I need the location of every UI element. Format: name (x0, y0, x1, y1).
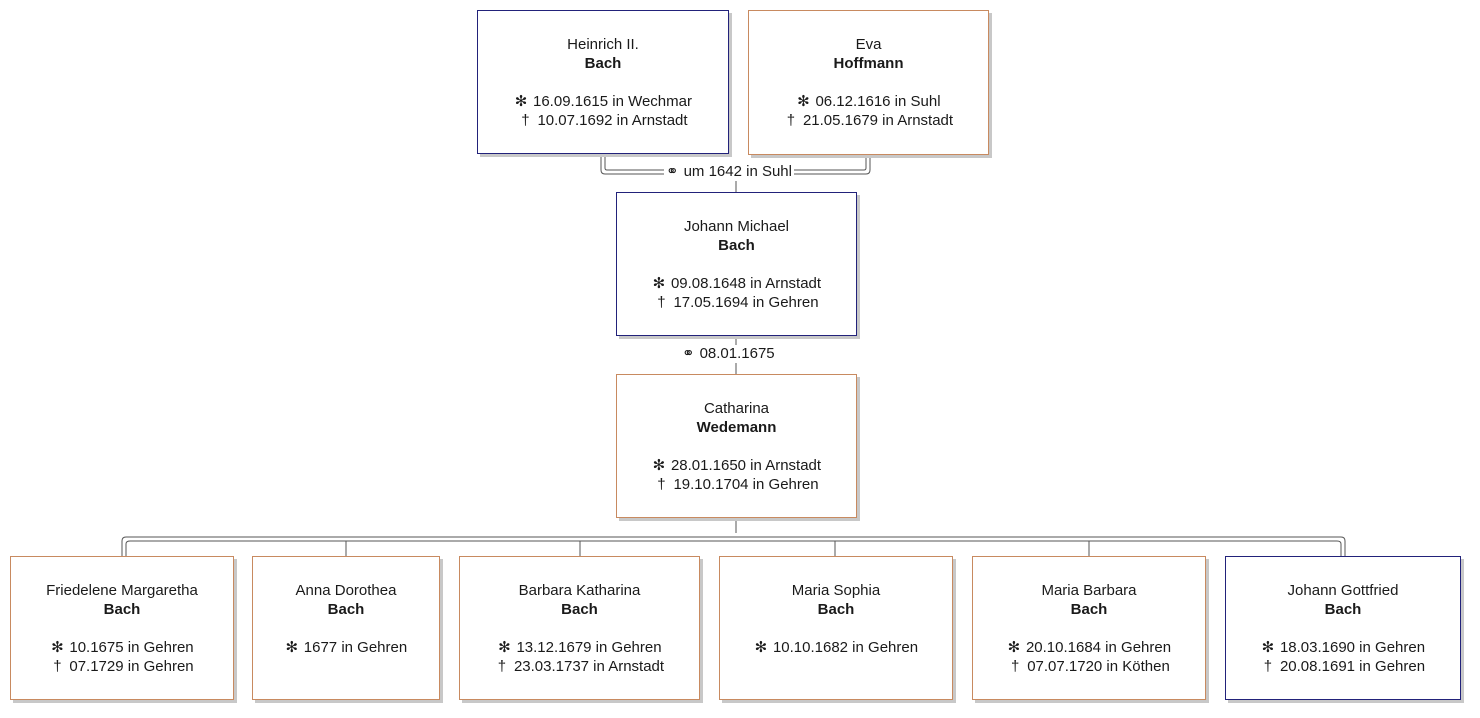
wedding-rings-icon: ⚭ (682, 345, 694, 362)
birth-star-icon: ✻ (1007, 639, 1021, 656)
surname: Bach (584, 55, 622, 72)
death-line: † 07.1729 in Gehren (11, 657, 233, 676)
birth-text: 28.01.1650 in Arnstadt (670, 457, 822, 474)
birth-text: 1677 in Gehren (303, 639, 408, 656)
birth-line: ✻ 16.09.1615 in Wechmar (478, 92, 728, 111)
birth-line: ✻1677 in Gehren (253, 638, 439, 657)
surname: Bach (327, 601, 365, 618)
child-drop-1 (121, 536, 127, 556)
given-name: Barbara Katharina (518, 582, 641, 599)
birth-text: 06.12.1616 in Suhl (815, 93, 941, 110)
death-text: 19.10.1704 in Gehren (673, 476, 819, 493)
birth-text: 10.1675 in Gehren (69, 639, 194, 656)
marriage-text: um 1642 in Suhl (683, 163, 792, 180)
person-card-spouse[interactable]: Catharina Wedemann ✻28.01.1650 in Arnsta… (616, 374, 857, 518)
birth-text: 20.10.1684 in Gehren (1025, 639, 1172, 656)
birth-star-icon: ✻ (498, 639, 511, 656)
birth-star-icon: ✻ (51, 639, 64, 656)
given-name: Johann Michael (683, 218, 790, 235)
spouse-marriage-label: ⚭ 08.01.1675 (680, 345, 777, 363)
death-cross-icon: † (1263, 658, 1273, 675)
child-drop-6 (1340, 536, 1346, 556)
given-name: Eva (855, 36, 882, 53)
death-line: † 17.05.1694 in Gehren (617, 293, 856, 312)
death-text: 10.07.1692 in Arnstadt (537, 112, 688, 129)
surname: Bach (817, 601, 855, 618)
death-cross-icon: † (521, 112, 530, 129)
parents-marriage-label: ⚭ um 1642 in Suhl (664, 163, 794, 181)
surname: Bach (1324, 601, 1362, 618)
person-card-child-4[interactable]: Maria Sophia Bach ✻10.10.1682 in Gehren (719, 556, 953, 700)
wedding-rings-icon: ⚭ (666, 163, 678, 180)
death-line: † 20.08.1691 in Gehren (1226, 657, 1460, 676)
birth-line: ✻ 06.12.1616 in Suhl (749, 92, 988, 111)
death-cross-icon: † (657, 294, 666, 311)
person-card-child-3[interactable]: Barbara Katharina Bach ✻ 13.12.1679 in Ge… (459, 556, 700, 700)
surname: Bach (718, 237, 755, 254)
birth-star-icon: ✻ (797, 93, 810, 110)
birth-star-icon: ✻ (514, 93, 528, 110)
birth-line: ✻18.03.1690 in Gehren (1226, 638, 1460, 657)
birth-star-icon: ✻ (1261, 639, 1275, 656)
mother-connector (735, 155, 871, 175)
person-card-subject[interactable]: Johann Michael Bach ✻09.08.1648 in Arnst… (616, 192, 857, 336)
person-card-child-2[interactable]: Anna Dorothea Bach ✻1677 in Gehren (252, 556, 440, 700)
birth-text: 09.08.1648 in Arnstadt (670, 275, 822, 292)
death-text: 17.05.1694 in Gehren (673, 294, 819, 311)
death-line: † 07.07.1720 in Köthen (973, 657, 1205, 676)
death-cross-icon: † (497, 658, 507, 675)
death-line: † 10.07.1692 in Arnstadt (478, 111, 728, 130)
death-text: 07.07.1720 in Köthen (1027, 658, 1170, 675)
person-card-mother[interactable]: Eva Hoffmann ✻ 06.12.1616 in Suhl † 21.05.… (748, 10, 989, 155)
marriage-text: 08.01.1675 (699, 345, 775, 362)
given-name: Maria Sophia (791, 582, 881, 599)
birth-line: ✻28.01.1650 in Arnstadt (617, 456, 856, 475)
death-text: 21.05.1679 in Arnstadt (802, 112, 954, 129)
birth-text: 18.03.1690 in Gehren (1279, 639, 1426, 656)
death-line: † 23.03.1737 in Arnstadt (460, 657, 699, 676)
given-name: Anna Dorothea (295, 582, 397, 599)
given-name: Friedelene Margaretha (46, 582, 198, 599)
death-line: † 19.10.1704 in Gehren (617, 475, 856, 494)
given-name: Maria Barbara (1041, 582, 1137, 599)
birth-line: ✻10.10.1682 in Gehren (720, 638, 952, 657)
surname: Wedemann (696, 419, 777, 436)
birth-star-icon: ✻ (285, 639, 299, 656)
birth-star-icon: ✻ (652, 275, 666, 292)
given-name: Johann Gottfried (1287, 582, 1399, 599)
birth-line: ✻ 10.1675 in Gehren (11, 638, 233, 657)
death-cross-icon: † (1011, 658, 1020, 675)
birth-line: ✻20.10.1684 in Gehren (973, 638, 1205, 657)
father-connector (600, 154, 735, 175)
death-cross-icon: † (786, 112, 796, 129)
birth-star-icon: ✻ (652, 457, 666, 474)
death-text: 23.03.1737 in Arnstadt (513, 658, 665, 675)
birth-line: ✻ 13.12.1679 in Gehren (460, 638, 699, 657)
person-card-child-1[interactable]: Friedelene Margaretha Bach ✻ 10.1675 in G… (10, 556, 234, 700)
person-card-child-6[interactable]: Johann Gottfried Bach ✻18.03.1690 in Geh… (1225, 556, 1461, 700)
surname: Bach (561, 601, 598, 618)
given-name: Heinrich II. (567, 36, 639, 53)
death-cross-icon: † (657, 476, 666, 493)
person-card-child-5[interactable]: Maria Barbara Bach ✻20.10.1684 in Gehren… (972, 556, 1206, 700)
birth-line: ✻09.08.1648 in Arnstadt (617, 274, 856, 293)
surname: Bach (103, 601, 141, 618)
death-text: 20.08.1691 in Gehren (1279, 658, 1426, 675)
death-text: 07.1729 in Gehren (69, 658, 194, 675)
birth-star-icon: ✻ (754, 639, 768, 656)
birth-text: 16.09.1615 in Wechmar (533, 93, 692, 110)
death-line: † 21.05.1679 in Arnstadt (749, 111, 988, 130)
birth-text: 13.12.1679 in Gehren (516, 639, 662, 656)
death-cross-icon: † (53, 658, 62, 675)
birth-text: 10.10.1682 in Gehren (772, 639, 919, 656)
person-card-father[interactable]: Heinrich II. Bach ✻ 16.09.1615 in Wechmar… (477, 10, 729, 154)
surname: Bach (1070, 601, 1108, 618)
surname: Hoffmann (833, 55, 904, 72)
given-name: Catharina (703, 400, 770, 417)
